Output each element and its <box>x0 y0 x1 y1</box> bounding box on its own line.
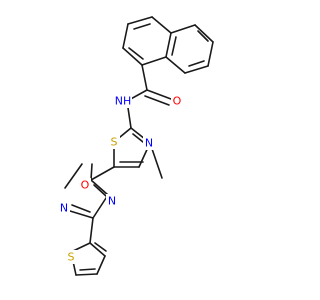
bond <box>170 24 196 34</box>
oxadiazole-ring <box>64 163 115 219</box>
thiazole-sulfur-label: S <box>108 135 120 149</box>
bond <box>79 268 96 271</box>
bond <box>122 23 129 49</box>
bond <box>96 255 106 275</box>
bond <box>89 217 94 244</box>
naphthalene-ring <box>122 16 214 74</box>
bond <box>184 65 209 74</box>
bond <box>128 47 144 60</box>
atom-symbol: S <box>68 251 75 264</box>
bond <box>94 242 107 252</box>
thiophene-sulfur-label: S <box>65 250 77 264</box>
atom-symbol: N <box>108 195 116 208</box>
atom-symbol: O <box>173 95 182 108</box>
bond <box>90 163 93 181</box>
bond <box>207 41 214 67</box>
bond <box>144 95 170 106</box>
bond <box>127 16 153 25</box>
atom-symbol: N <box>145 137 153 150</box>
atom-symbol: O <box>81 179 90 192</box>
bond <box>90 166 115 181</box>
bond <box>89 242 106 257</box>
atom-symbol: S <box>111 136 118 149</box>
oxadiazole-oxygen-label: O <box>79 178 91 192</box>
bond <box>194 24 214 43</box>
bond <box>122 47 143 66</box>
bond <box>197 30 209 42</box>
bond <box>146 89 172 100</box>
molecule-diagram: O NH N S O N N S <box>58 16 214 276</box>
thiophene-ring <box>70 217 107 276</box>
bond <box>171 36 177 56</box>
thiazole-nitrogen-label: N <box>143 136 155 150</box>
bond <box>71 204 91 213</box>
amide-oxygen-label: O <box>171 94 183 108</box>
oxadiazole-n4-label: N <box>106 194 118 208</box>
bond <box>141 64 148 91</box>
bond <box>64 163 83 189</box>
bond <box>92 194 109 219</box>
bond <box>141 56 167 66</box>
bond <box>90 179 109 196</box>
bond <box>133 23 151 30</box>
structure-svg: O NH N S O N N S <box>58 16 214 276</box>
thiazole-ring <box>113 127 151 168</box>
amide-linker <box>126 64 172 129</box>
bond <box>188 60 205 67</box>
bond <box>75 273 98 276</box>
bond <box>165 56 186 74</box>
atom-symbol: NH <box>115 95 132 108</box>
amide-nh-label: NH <box>114 94 132 108</box>
bond <box>151 16 172 34</box>
bond <box>165 32 172 58</box>
oxadiazole-n2-label: N <box>58 201 70 215</box>
bond <box>69 210 94 219</box>
bond <box>93 184 107 197</box>
atom-symbol: N <box>60 202 68 215</box>
